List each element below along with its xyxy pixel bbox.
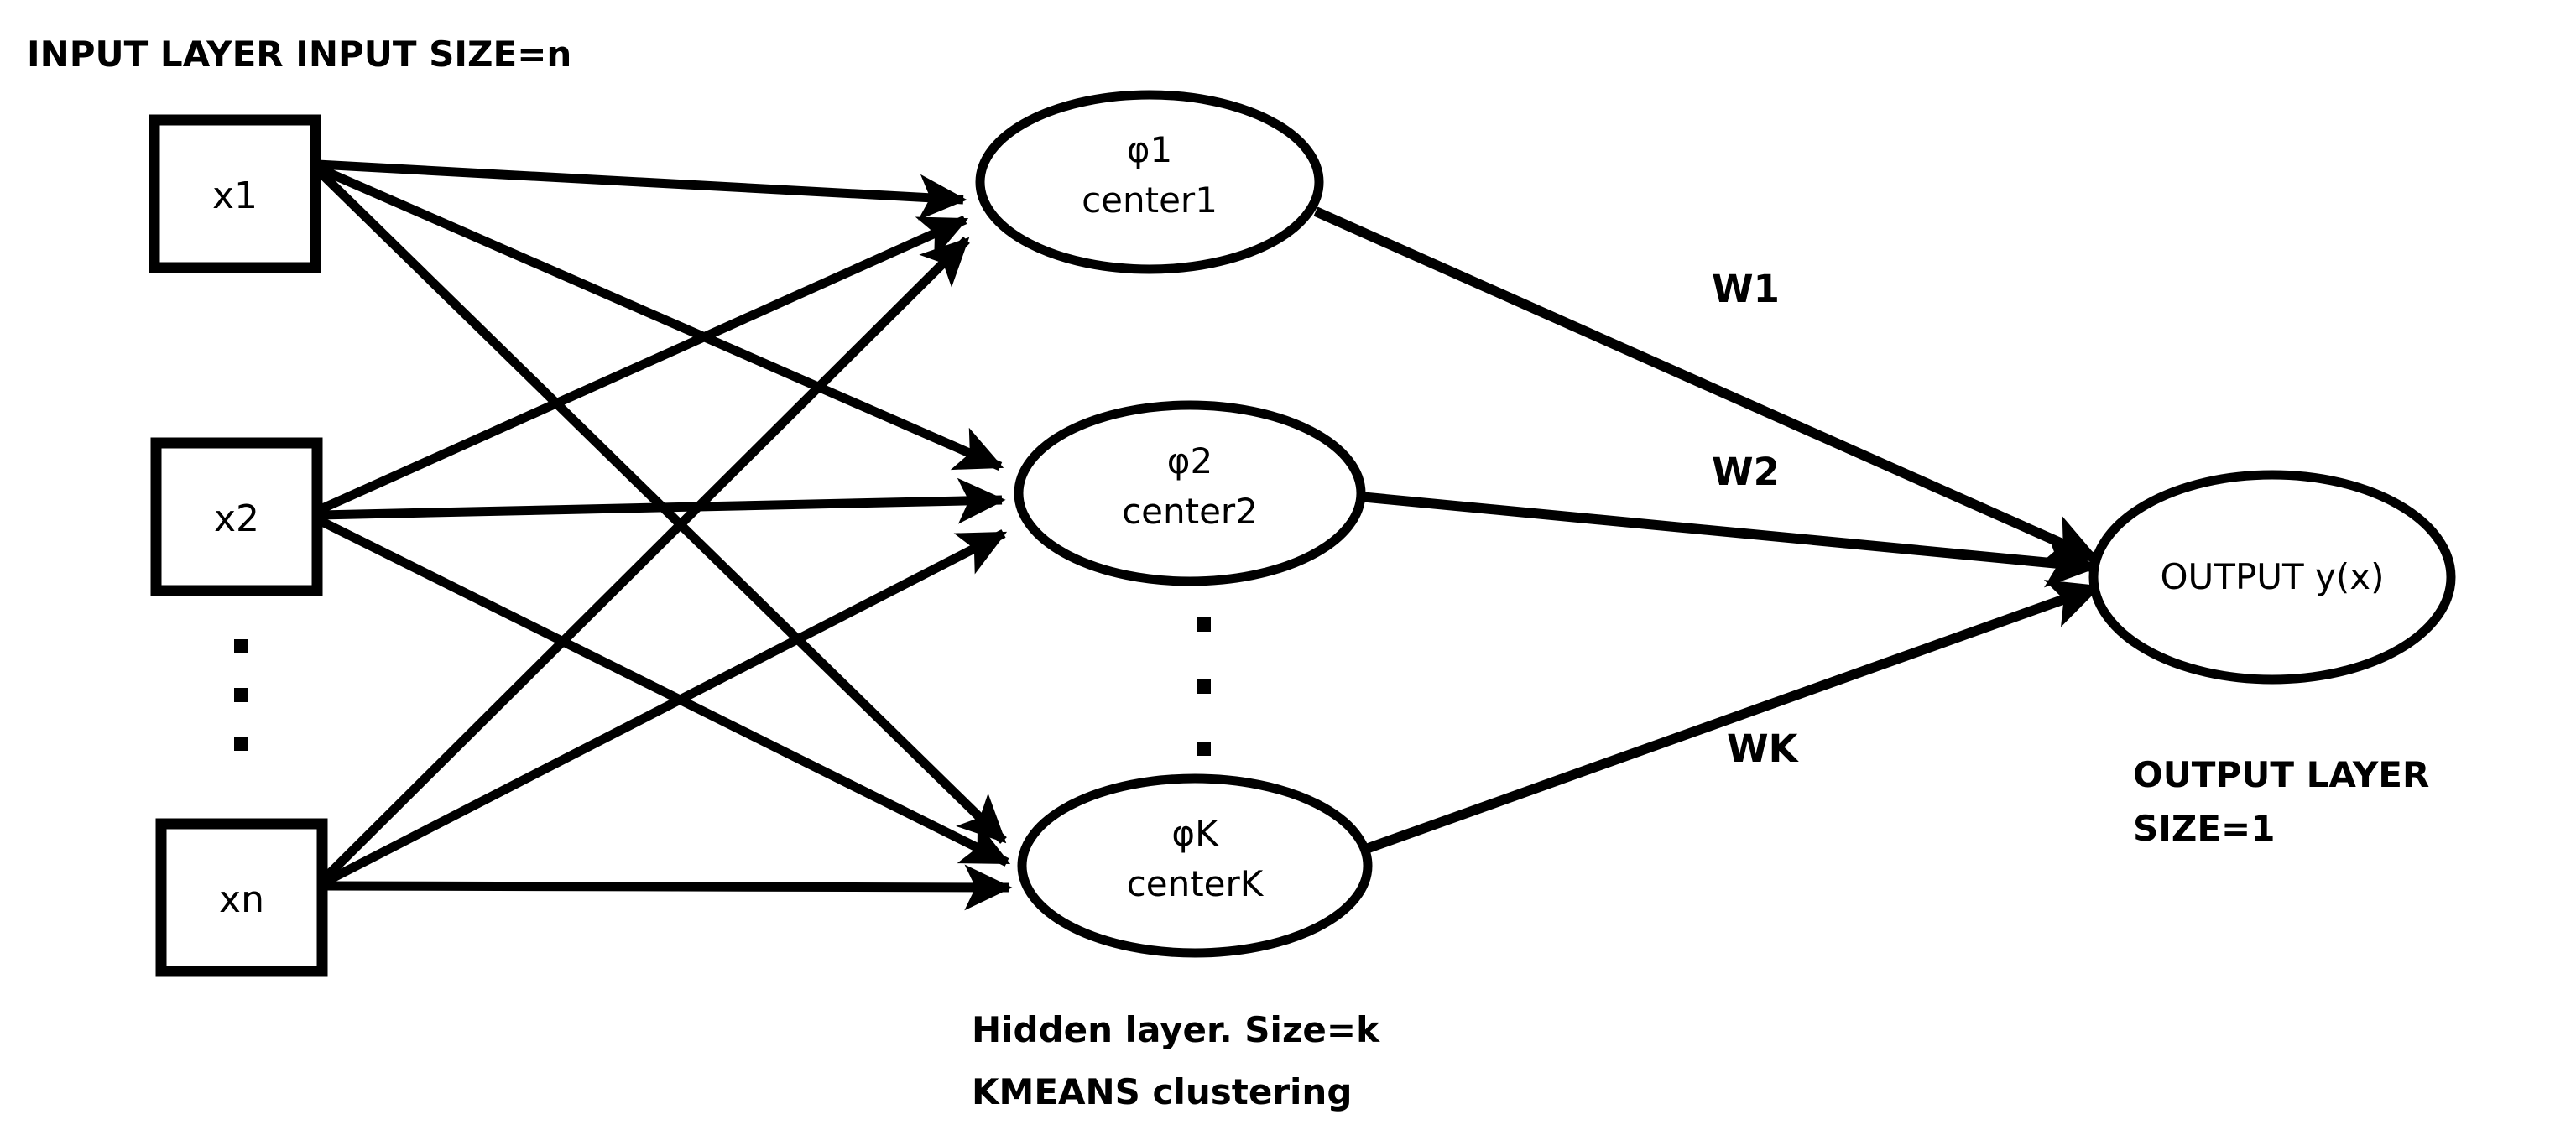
hidden-layer-caption-line1: Hidden layer. Size=k (972, 1009, 1380, 1050)
hidden-label-phiK-bottom: centerK (1127, 863, 1265, 904)
edges-input-to-hidden (314, 159, 1013, 911)
hidden-label-phi2-top: φ2 (1167, 440, 1212, 482)
edges-hidden-to-output (1313, 206, 2102, 854)
hidden-ellipse-phi1[interactable] (975, 90, 1324, 274)
input-label-x2: x2 (214, 497, 259, 540)
hidden-ellipsis-dot-1 (1197, 617, 1211, 632)
hidden-node-phiK[interactable]: φK centerK (1017, 773, 1373, 958)
edge-x2-phiK (316, 516, 1011, 867)
input-box-xn[interactable] (155, 818, 328, 977)
edge-xn-phi2 (321, 529, 1008, 887)
input-box-x1[interactable] (149, 114, 321, 273)
output-label: OUTPUT y(x) (2160, 556, 2384, 597)
input-layer-group: x1 x2 xn (149, 114, 328, 977)
input-ellipsis-dot-3 (234, 737, 248, 751)
hidden-ellipsis-dot-3 (1197, 742, 1211, 756)
hidden-node-phi2[interactable]: φ2 center2 (1014, 400, 1366, 586)
input-ellipsis-dot-1 (234, 639, 248, 653)
weight-labels-group: W1 W2 WK (1712, 267, 1800, 771)
edge-x2-phi2 (318, 477, 1006, 524)
edge-x1-phi1 (316, 159, 967, 221)
hidden-label-phi1-bottom: center1 (1082, 180, 1218, 221)
hidden-layer-caption: Hidden layer. Size=k KMEANS clustering (972, 1009, 1380, 1112)
output-node[interactable]: OUTPUT y(x) (2088, 470, 2456, 685)
input-ellipsis-dot-2 (234, 688, 248, 702)
hidden-label-phi1-top: φ1 (1127, 129, 1172, 170)
edge-phi2-output (1358, 492, 2099, 588)
edge-x2-phi1 (316, 215, 969, 515)
edge-phi1-output (1313, 206, 2100, 564)
edge-xn-phi1 (321, 237, 970, 882)
hidden-layer-caption-line2: KMEANS clustering (972, 1071, 1352, 1112)
hidden-layer-group: φ1 center1 φ2 center2 φK centerK (975, 90, 1373, 958)
input-layer-caption: INPUT LAYER INPUT SIZE=n (27, 34, 571, 75)
hidden-ellipse-phi2[interactable] (1014, 400, 1366, 586)
hidden-label-phi2-bottom: center2 (1122, 491, 1258, 532)
hidden-label-phiK-top: φK (1171, 813, 1219, 854)
weight-label-wk: WK (1727, 726, 1800, 771)
output-ellipse[interactable] (2088, 470, 2456, 685)
input-node-xn[interactable]: xn (155, 818, 328, 977)
weight-label-w2: W2 (1712, 450, 1780, 494)
hidden-ellipsis-icon (1197, 617, 1211, 756)
input-box-x2[interactable] (150, 437, 323, 596)
input-label-x1: x1 (212, 174, 258, 217)
weight-label-w1: W1 (1712, 267, 1780, 311)
output-layer-caption-line1: OUTPUT LAYER (2133, 754, 2429, 795)
edge-xn-phiK (323, 864, 1013, 911)
edge-phiK-output (1364, 580, 2102, 854)
hidden-ellipse-phiK[interactable] (1017, 773, 1373, 958)
edge-x1-phi2 (315, 163, 1004, 471)
hidden-ellipsis-dot-2 (1197, 679, 1211, 694)
input-label-xn: xn (219, 878, 264, 921)
input-node-x2[interactable]: x2 (150, 437, 323, 596)
output-layer-caption-line2: SIZE=1 (2133, 808, 2275, 849)
output-layer-caption: OUTPUT LAYER SIZE=1 (2133, 754, 2429, 849)
input-ellipsis-icon (234, 639, 248, 751)
hidden-node-phi1[interactable]: φ1 center1 (975, 90, 1324, 274)
input-node-x1[interactable]: x1 (149, 114, 321, 273)
